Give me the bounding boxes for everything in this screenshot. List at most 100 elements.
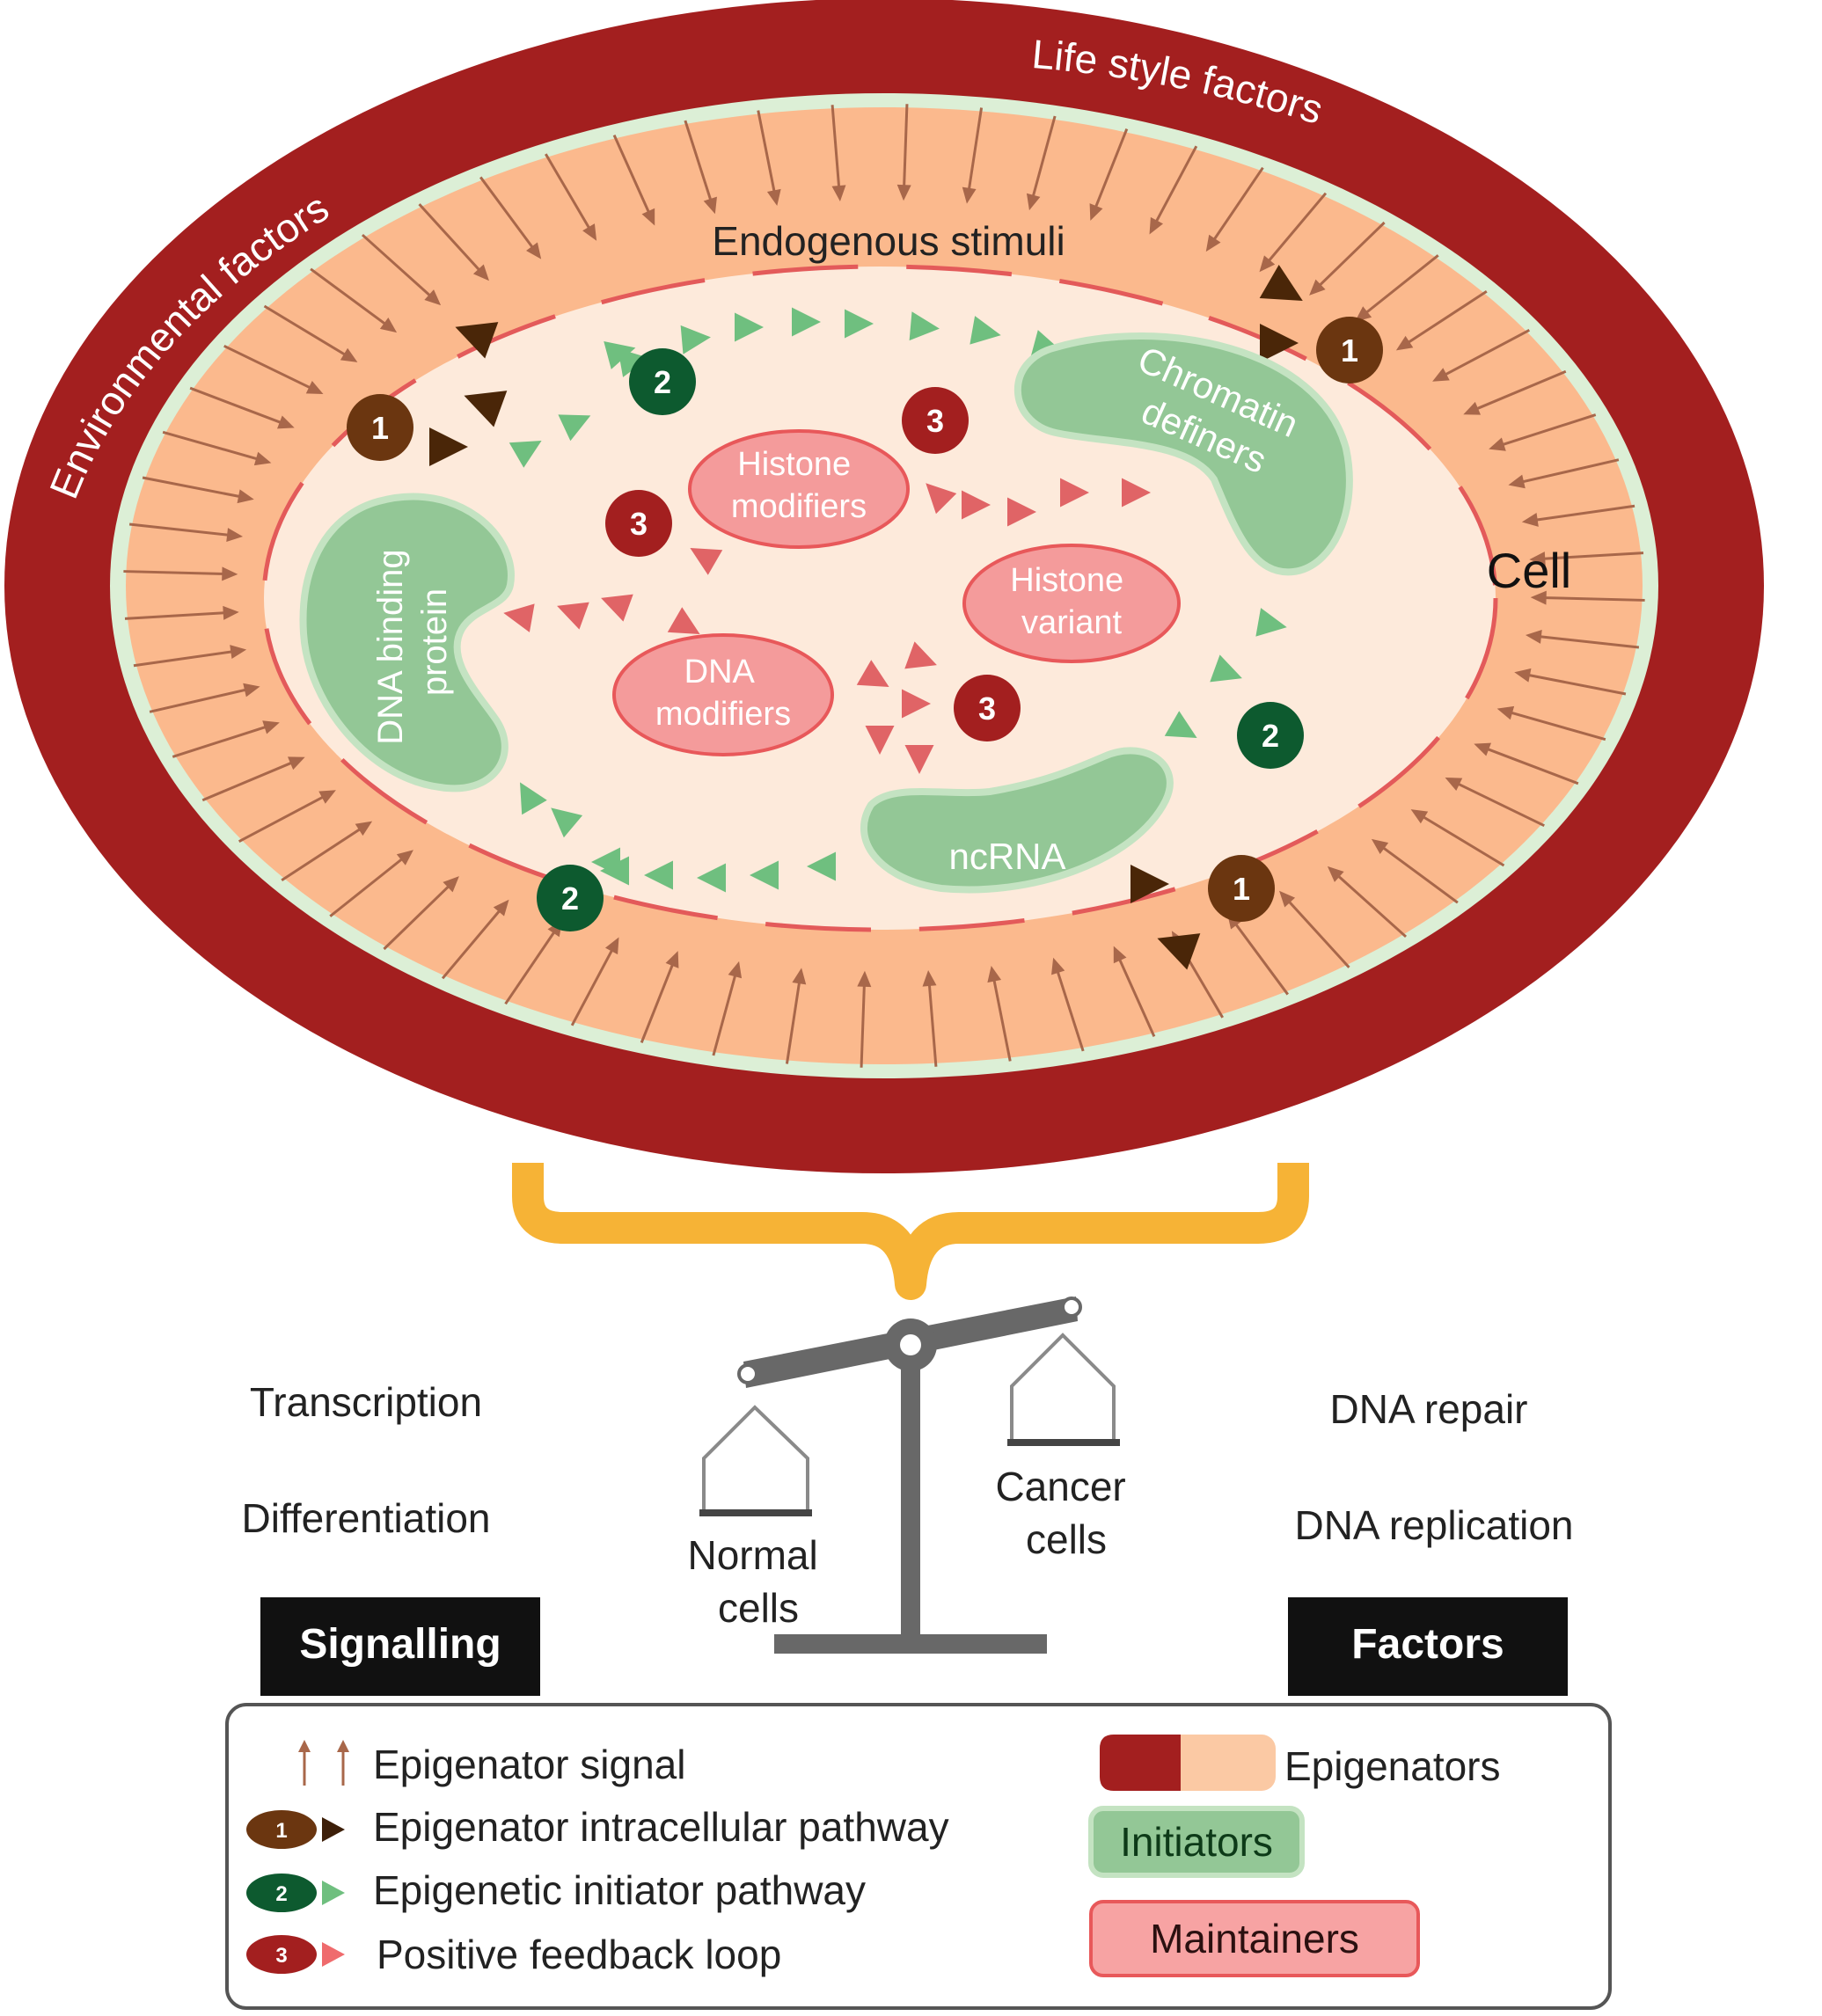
differentiation-label: Differentiation <box>242 1495 491 1541</box>
factors-box: Factors <box>1288 1597 1568 1696</box>
signal-arrow <box>922 969 938 1067</box>
legend-initiator-pathway: Epigenetic initiator pathway <box>373 1867 866 1913</box>
signal-arrow <box>238 790 336 843</box>
signal-arrow <box>1355 254 1439 322</box>
signal-arrow <box>281 821 373 882</box>
pathway-badge-number: 1 <box>1341 332 1358 369</box>
signal-arrow <box>310 267 398 333</box>
signal-arrow <box>857 970 872 1068</box>
intracellular-arrowhead <box>1259 264 1303 301</box>
signal-arrow <box>612 135 655 226</box>
signal-arrow <box>1371 838 1459 904</box>
cancer-cells-label: Cancer cells <box>995 1464 1137 1562</box>
legend-feedback-icon: 3 <box>246 1935 345 1974</box>
signal-arrow <box>1089 128 1129 221</box>
legend-maintainers-swatch: Maintainers <box>1089 1900 1420 1977</box>
feedback-arrowhead <box>557 602 589 630</box>
signal-arrow <box>223 344 324 395</box>
feedback-arrowhead <box>1007 497 1036 527</box>
histone-modifiers-label: Histone modifiers <box>731 446 867 525</box>
initiator-pathway-arrows <box>509 307 1287 893</box>
signal-arrow <box>479 176 542 259</box>
signal-arrow <box>1496 705 1606 741</box>
feedback-arrowhead <box>1060 478 1089 508</box>
feedback-arrowhead <box>667 607 700 634</box>
signal-arrow <box>1309 221 1386 296</box>
normal-cells-label: Normal cells <box>687 1532 829 1631</box>
signal-arrow <box>1113 946 1156 1037</box>
feedback-arrowhead <box>926 483 957 515</box>
dna-modifiers-shape: DNA modifiers <box>612 633 834 756</box>
signal-arrow <box>785 968 807 1064</box>
histone-variant-label: Histone variant <box>1010 562 1132 641</box>
initiator-arrowhead <box>644 860 673 890</box>
svg-text:3: 3 <box>275 1944 287 1968</box>
signal-arrow <box>128 522 244 543</box>
gold-bracket <box>512 1163 1309 1300</box>
signal-arrow <box>1205 166 1264 252</box>
pathway-badge-two: 2 <box>629 348 696 415</box>
pathway-badge-number: 3 <box>630 506 648 542</box>
signal-arrow <box>383 876 459 951</box>
signal-arrow <box>987 965 1012 1062</box>
pathway-badge-two: 2 <box>537 865 604 931</box>
initiator-arrowhead <box>591 847 620 877</box>
intracellular-arrowhead <box>464 391 508 427</box>
signal-arrow <box>1432 329 1531 382</box>
feedback-arrowhead <box>904 641 937 669</box>
legend-intracellular-icon: 1 <box>246 1810 345 1849</box>
signal-arrow <box>1474 742 1579 785</box>
pathway-badge-three: 3 <box>954 675 1021 741</box>
signal-arrow <box>1521 504 1635 527</box>
signal-arrow <box>329 850 413 917</box>
balance-scale <box>699 1297 1120 1654</box>
signal-arrow <box>1525 629 1640 649</box>
signal-arrow <box>1327 866 1408 939</box>
histone-modifiers-shape: Histone modifiers <box>688 429 910 549</box>
signal-arrow <box>172 720 280 758</box>
feedback-arrowhead <box>902 689 931 719</box>
cell-label: Cell <box>1487 543 1571 598</box>
signal-arrow <box>1410 809 1505 867</box>
pathway-badge-number: 2 <box>561 880 579 917</box>
initiator-arrowhead <box>604 340 636 369</box>
signal-arrow <box>263 304 358 362</box>
dna-binding-protein-shape: DNA binding protein <box>299 493 515 793</box>
signal-arrow <box>570 937 619 1026</box>
pathway-badge-two: 2 <box>1237 702 1304 769</box>
intracellular-arrowhead <box>1157 933 1201 970</box>
signal-arrow <box>1445 777 1545 828</box>
normal-cells-pan <box>699 1405 812 1516</box>
signalling-label: Signalling <box>299 1621 501 1668</box>
svg-text:2: 2 <box>275 1882 287 1906</box>
signal-arrow <box>133 645 247 668</box>
legend-epigenators-swatch <box>1100 1735 1276 1791</box>
initiator-arrowhead <box>551 807 583 838</box>
signal-arrow <box>1026 115 1057 211</box>
legend-positive-feedback: Positive feedback loop <box>377 1932 781 1977</box>
initiator-arrowhead <box>558 414 591 442</box>
pathway-badge-three: 3 <box>902 387 969 454</box>
feedback-arrowhead <box>503 603 535 632</box>
pathway-badge-one: 1 <box>1316 317 1383 383</box>
feedback-arrowhead <box>904 745 934 774</box>
signal-arrow <box>962 107 984 204</box>
signal-arrow <box>1279 890 1350 968</box>
svg-text:1: 1 <box>275 1819 287 1843</box>
signal-arrow <box>1051 957 1085 1052</box>
signal-arrow <box>149 683 260 713</box>
legend-signal-icon <box>298 1740 349 1786</box>
signal-arrow <box>1489 413 1597 451</box>
feedback-loop-arrows <box>503 478 1151 774</box>
signal-arrow <box>1530 590 1645 605</box>
feedback-arrowhead <box>1122 478 1151 508</box>
feedback-arrowhead <box>962 490 991 520</box>
histone-variant-shape: Histone variant <box>962 544 1181 663</box>
dna-repair-label: DNA repair <box>1330 1386 1528 1432</box>
signal-arrow <box>142 476 254 504</box>
endogenous-stimuli-label: Endogenous stimuli <box>712 218 1065 264</box>
dna-modifiers-label: DNA modifiers <box>655 654 791 733</box>
signal-arrow <box>1149 145 1198 235</box>
signal-arrow <box>1514 668 1627 696</box>
